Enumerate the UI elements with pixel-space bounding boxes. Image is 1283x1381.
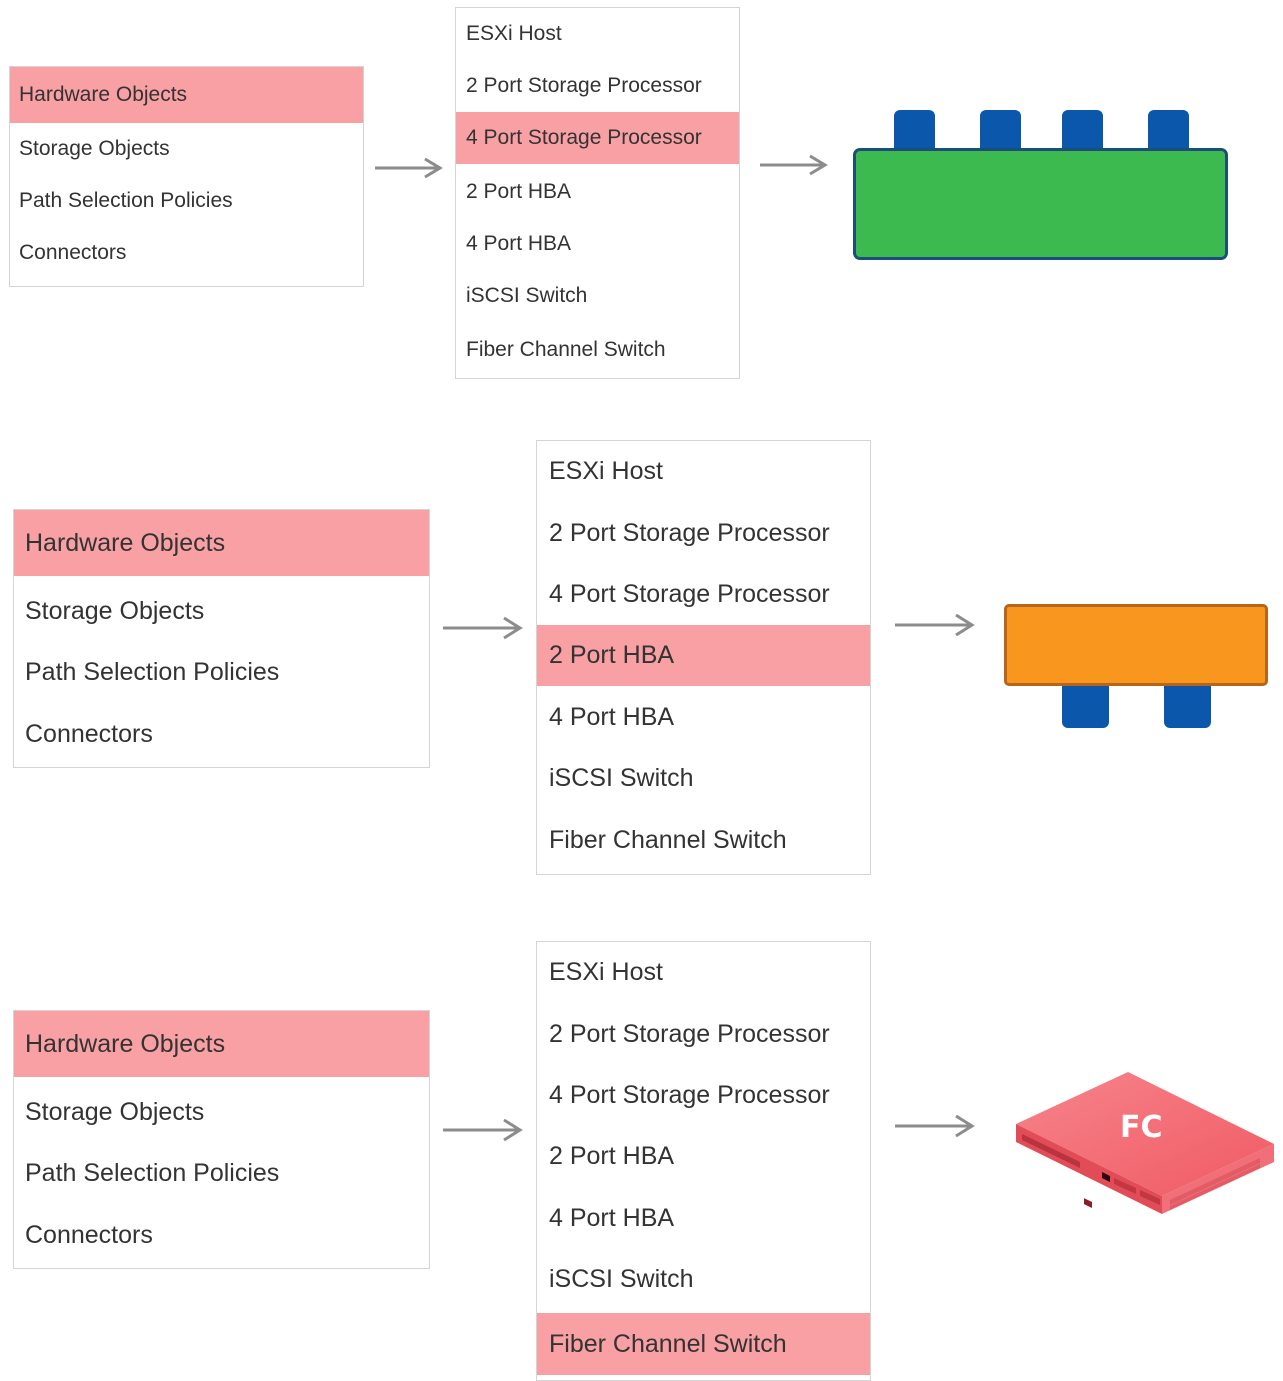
hardware-item-2-port-hba[interactable]: 2 Port HBA <box>537 1126 870 1187</box>
category-item-label: Connectors <box>19 241 127 264</box>
hardware-item-4-port-hba[interactable]: 4 Port HBA <box>537 687 870 748</box>
fiber-channel-switch-icon: FC <box>1010 1068 1278 1216</box>
port-icon <box>980 110 1021 154</box>
category-item-label: Path Selection Policies <box>25 1158 280 1187</box>
category-item-label: Hardware Objects <box>25 1029 226 1058</box>
hardware-item-label: 4 Port HBA <box>549 703 675 731</box>
arrow-right-icon <box>895 1114 975 1138</box>
category-item-label: Storage Objects <box>25 1097 205 1126</box>
category-item-label: Storage Objects <box>25 596 205 625</box>
hardware-item-iscsi-switch[interactable]: iSCSI Switch <box>456 270 739 322</box>
hardware-item-label: 2 Port HBA <box>466 180 572 203</box>
hardware-item-label: ESXi Host <box>466 22 562 45</box>
hardware-item-esxi-host[interactable]: ESXi Host <box>537 441 870 502</box>
hardware-item-4-port-storage-processor[interactable]: 4 Port Storage Processor <box>537 1065 870 1126</box>
hardware-item-label: 2 Port HBA <box>549 1142 675 1170</box>
hardware-item-label: ESXi Host <box>549 958 663 986</box>
category-item-hardware-objects[interactable]: Hardware Objects <box>10 67 363 123</box>
arrow-right-icon <box>443 616 523 640</box>
hardware-item-iscsi-switch[interactable]: iSCSI Switch <box>537 748 870 809</box>
device-body <box>1004 604 1268 686</box>
category-menu: Hardware Objects Storage Objects Path Se… <box>9 66 364 287</box>
category-item-path-selection-policies[interactable]: Path Selection Policies <box>14 641 429 703</box>
hardware-item-label: 2 Port Storage Processor <box>466 74 702 97</box>
port-icon <box>1062 680 1109 728</box>
hardware-item-2-port-hba[interactable]: 2 Port HBA <box>456 166 739 218</box>
hardware-item-label: 2 Port Storage Processor <box>549 1019 830 1048</box>
hardware-item-label: 4 Port HBA <box>549 1204 675 1232</box>
port-icon <box>1148 110 1189 154</box>
hardware-menu: ESXi Host 2 Port Storage Processor 4 Por… <box>536 941 871 1381</box>
category-item-path-selection-policies[interactable]: Path Selection Policies <box>10 175 363 227</box>
hardware-item-4-port-hba[interactable]: 4 Port HBA <box>456 218 739 270</box>
hardware-item-label: 4 Port Storage Processor <box>549 580 830 608</box>
hardware-item-fiber-channel-switch[interactable]: Fiber Channel Switch <box>537 810 870 871</box>
category-item-label: Connectors <box>25 1220 153 1249</box>
hba-2-port-icon <box>1004 604 1268 730</box>
category-item-label: Path Selection Policies <box>25 657 280 686</box>
hardware-item-esxi-host[interactable]: ESXi Host <box>537 942 870 1003</box>
hardware-item-label: iSCSI Switch <box>549 1265 694 1293</box>
arrow-right-icon <box>895 613 975 637</box>
hardware-item-esxi-host[interactable]: ESXi Host <box>456 8 739 60</box>
switch-label: FC <box>1120 1110 1163 1145</box>
arrow-right-icon <box>760 154 828 176</box>
hardware-item-label: iSCSI Switch <box>549 764 694 792</box>
category-item-label: Path Selection Policies <box>19 189 233 212</box>
hardware-item-label: 4 Port HBA <box>466 232 572 255</box>
category-item-connectors[interactable]: Connectors <box>14 703 429 765</box>
storage-processor-4-port-icon <box>853 110 1228 262</box>
hardware-item-4-port-storage-processor[interactable]: 4 Port Storage Processor <box>456 112 739 164</box>
hardware-item-fiber-channel-switch[interactable]: Fiber Channel Switch <box>537 1313 870 1375</box>
category-item-storage-objects[interactable]: Storage Objects <box>10 123 363 175</box>
category-menu: Hardware Objects Storage Objects Path Se… <box>13 1010 430 1269</box>
hardware-item-label: iSCSI Switch <box>466 284 588 307</box>
hardware-item-2-port-storage-processor[interactable]: 2 Port Storage Processor <box>537 1003 870 1065</box>
hardware-item-4-port-hba[interactable]: 4 Port HBA <box>537 1188 870 1249</box>
device-body <box>853 148 1228 260</box>
hardware-item-label: Fiber Channel Switch <box>549 826 787 854</box>
hardware-item-2-port-storage-processor[interactable]: 2 Port Storage Processor <box>456 60 739 112</box>
port-icon <box>894 110 935 154</box>
category-item-connectors[interactable]: Connectors <box>14 1204 429 1266</box>
hardware-menu: ESXi Host 2 Port Storage Processor 4 Por… <box>455 7 740 379</box>
category-menu: Hardware Objects Storage Objects Path Se… <box>13 509 430 768</box>
arrow-right-icon <box>443 1118 523 1142</box>
category-item-hardware-objects[interactable]: Hardware Objects <box>14 510 429 576</box>
hardware-item-label: 2 Port Storage Processor <box>549 518 830 547</box>
hardware-item-2-port-storage-processor[interactable]: 2 Port Storage Processor <box>537 502 870 564</box>
hardware-item-label: 2 Port HBA <box>549 641 675 669</box>
switch-shape <box>1016 1072 1274 1214</box>
hardware-item-label: ESXi Host <box>549 457 663 485</box>
category-item-label: Hardware Objects <box>19 83 188 106</box>
category-item-path-selection-policies[interactable]: Path Selection Policies <box>14 1142 429 1204</box>
hardware-item-2-port-hba[interactable]: 2 Port HBA <box>537 625 870 686</box>
category-item-storage-objects[interactable]: Storage Objects <box>14 1081 429 1143</box>
port-icon <box>1164 680 1211 728</box>
category-item-hardware-objects[interactable]: Hardware Objects <box>14 1011 429 1077</box>
hardware-item-label: 4 Port Storage Processor <box>549 1081 830 1109</box>
port-icon <box>1062 110 1103 154</box>
category-item-label: Storage Objects <box>19 137 170 160</box>
hardware-item-label: Fiber Channel Switch <box>466 338 666 361</box>
hardware-item-fiber-channel-switch[interactable]: Fiber Channel Switch <box>456 324 739 376</box>
hardware-item-iscsi-switch[interactable]: iSCSI Switch <box>537 1249 870 1310</box>
category-item-label: Connectors <box>25 719 153 748</box>
arrow-right-icon <box>375 157 443 179</box>
category-item-label: Hardware Objects <box>25 528 226 557</box>
hardware-menu: ESXi Host 2 Port Storage Processor 4 Por… <box>536 440 871 875</box>
hardware-item-label: Fiber Channel Switch <box>549 1329 787 1358</box>
category-item-connectors[interactable]: Connectors <box>10 227 363 279</box>
hardware-item-label: 4 Port Storage Processor <box>466 126 702 149</box>
category-item-storage-objects[interactable]: Storage Objects <box>14 580 429 642</box>
hardware-item-4-port-storage-processor[interactable]: 4 Port Storage Processor <box>537 564 870 625</box>
